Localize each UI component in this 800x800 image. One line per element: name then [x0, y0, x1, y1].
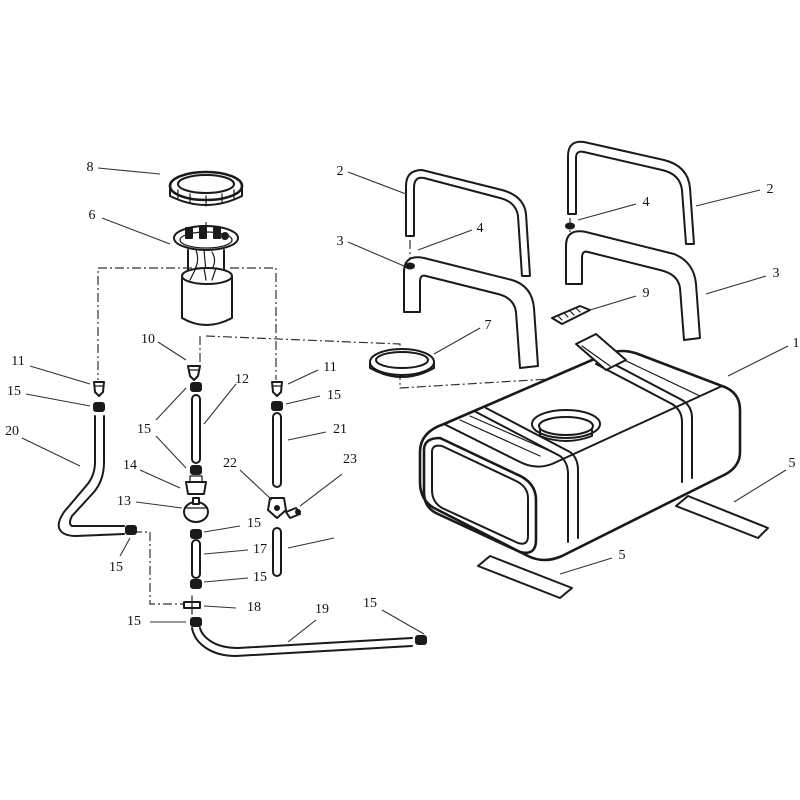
callout-19: 20: [5, 424, 19, 439]
callout-5-bottom: 5: [619, 548, 626, 563]
callout-2-left: 2: [337, 164, 344, 179]
hose-19: [57, 415, 125, 537]
pad-9: [551, 305, 591, 325]
hose-23: [272, 527, 282, 577]
connector-11-left: [93, 381, 105, 397]
washer-4-right: [565, 222, 575, 230]
callout-16: 17: [253, 542, 267, 557]
strap-3-right: [565, 230, 701, 341]
hose-20: [272, 412, 282, 488]
lock-ring: [168, 170, 244, 207]
assembly-line-pump-left: [97, 267, 192, 380]
hose-clamps: [93, 382, 427, 645]
fitting-22: [285, 507, 301, 519]
callout-4-left: 4: [477, 221, 484, 236]
callout-15-left: 15: [7, 384, 21, 399]
callout-14: 14: [123, 458, 137, 473]
washer-4-left: [405, 262, 415, 270]
callout-8: 8: [87, 160, 94, 175]
hose-16: [191, 539, 201, 579]
callout-9: 9: [643, 286, 650, 301]
callout-3-left: 3: [337, 234, 344, 249]
callout-2-right: 2: [767, 182, 774, 197]
hose-18: [191, 627, 413, 657]
callout-15-lower: 15: [253, 570, 267, 585]
callout-11-right: 11: [323, 360, 336, 375]
support-strip-5-bottom: [477, 555, 573, 599]
callout-15-hose: 15: [109, 560, 123, 575]
callout-15-right: 15: [327, 388, 341, 403]
callout-5-right: 5: [789, 456, 796, 471]
hose-12: [191, 394, 201, 464]
seal-ring-7: [369, 348, 435, 378]
strap-2-left: [405, 169, 531, 277]
fitting-17: [183, 595, 201, 615]
strap-2-right: [567, 140, 695, 245]
callout-18: 19: [315, 602, 329, 617]
callout-12: 12: [235, 372, 249, 387]
callout-21: 22: [223, 456, 237, 471]
callout-1: 1: [793, 336, 800, 351]
leader-lines: [21, 167, 789, 643]
callout-15-bottom: 15: [127, 614, 141, 629]
connector-11-right: [271, 381, 283, 397]
callout-7: 7: [485, 318, 492, 333]
check-valve-14: [185, 475, 207, 495]
callout-15-end: 15: [363, 596, 377, 611]
assembly-line-hose-tee: [133, 531, 185, 605]
callout-20: 21: [333, 422, 347, 437]
fuel-filter-13: [183, 497, 209, 523]
callout-15-filter: 15: [247, 516, 261, 531]
callout-13: 13: [117, 494, 131, 509]
callout-17: 18: [247, 600, 261, 615]
callout-15-middle: 15: [137, 422, 151, 437]
fuel-tank-1: [418, 333, 742, 562]
callout-4-right: 4: [643, 195, 650, 210]
tee-fitting-21: [267, 497, 287, 519]
callout-6: 6: [89, 208, 96, 223]
callout-10: 10: [141, 332, 155, 347]
strap-3-left: [403, 256, 539, 369]
callout-labels: 1 2 2 3 3 4 4 5 5 6 7 8 9 10 11 11 12 13…: [5, 160, 800, 629]
assembly-line-pump-right: [230, 267, 277, 380]
callout-11-left: 11: [11, 354, 24, 369]
callout-3-right: 3: [773, 266, 780, 281]
support-strip-5-right: [675, 495, 769, 539]
connector-10: [187, 365, 201, 381]
callout-22: 23: [343, 452, 357, 467]
fuel-pump-module: [173, 225, 239, 326]
